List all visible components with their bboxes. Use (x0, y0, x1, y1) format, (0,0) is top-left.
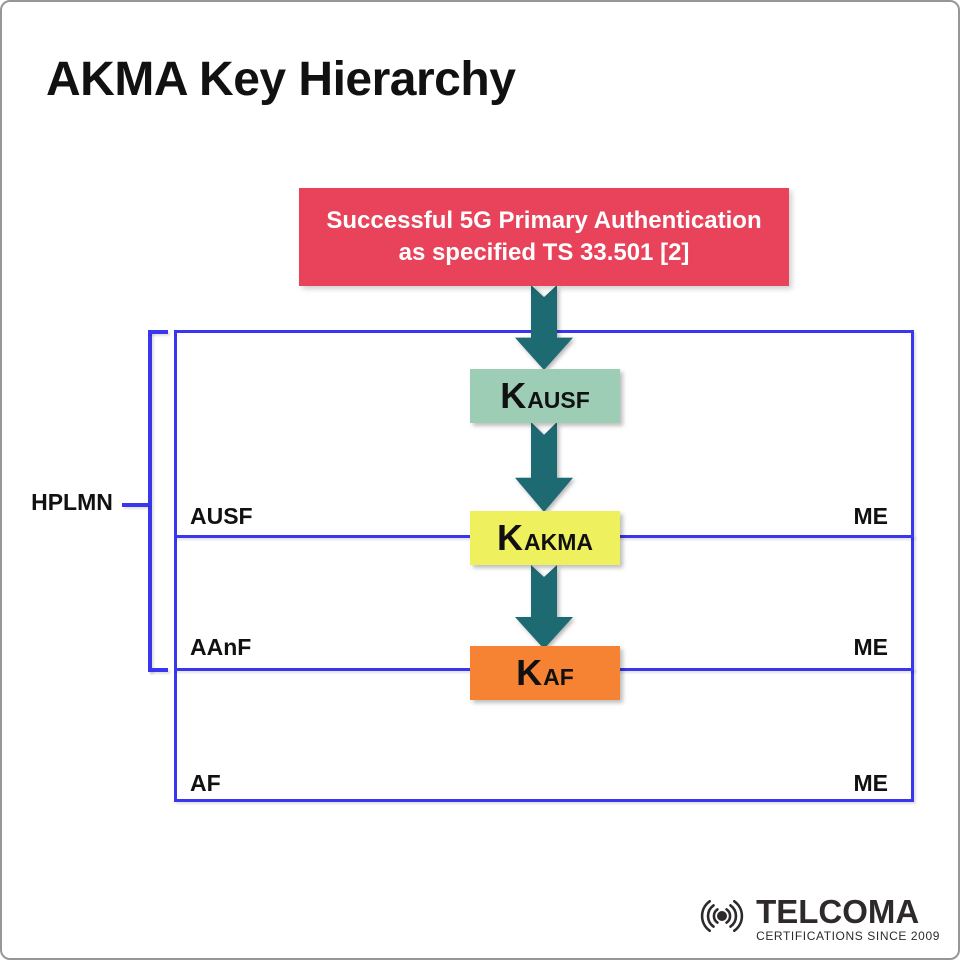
logo-brand-text: TELCOMA (756, 893, 920, 930)
kakma-sub: AKMA (524, 528, 593, 555)
logo-tagline-text: CERTIFICATIONS SINCE 2009 (756, 929, 940, 943)
hplmn-bracket-top-tick (148, 330, 168, 334)
hplmn-bracket-vertical (148, 330, 152, 672)
auth-success-box: Successful 5G Primary Authentication as … (299, 188, 789, 286)
telcoma-logo: TELCOMA CERTIFICATIONS SINCE 2009 (691, 893, 940, 944)
row2-right-label: ME (853, 634, 889, 660)
row1-right-label: ME (853, 503, 889, 529)
hplmn-bracket-connector (122, 503, 148, 507)
down-arrow-icon-2 (514, 422, 574, 512)
kaf-sub: AF (543, 663, 574, 690)
row2-left-label: AAnF (190, 634, 252, 660)
broadcast-waves-icon (691, 893, 753, 944)
page-title: AKMA Key Hierarchy (46, 53, 516, 106)
auth-success-line1: Successful 5G Primary Authentication (326, 206, 762, 234)
hplmn-bracket-bottom-tick (148, 668, 168, 672)
auth-success-line2: as specified TS 33.501 [2] (398, 239, 690, 266)
row3-left-label: AF (190, 770, 221, 796)
kakma-base: K (497, 517, 523, 558)
kausf-base: K (500, 375, 527, 416)
down-arrow-icon-1 (514, 285, 574, 370)
down-arrow-icon-3 (514, 565, 574, 649)
row1-left-label: AUSF (190, 503, 253, 529)
row3-right-label: ME (853, 770, 889, 796)
hplmn-label: HPLMN (31, 489, 113, 515)
kausf-sub: AUSF (527, 386, 590, 413)
kaf-base: K (516, 652, 543, 693)
